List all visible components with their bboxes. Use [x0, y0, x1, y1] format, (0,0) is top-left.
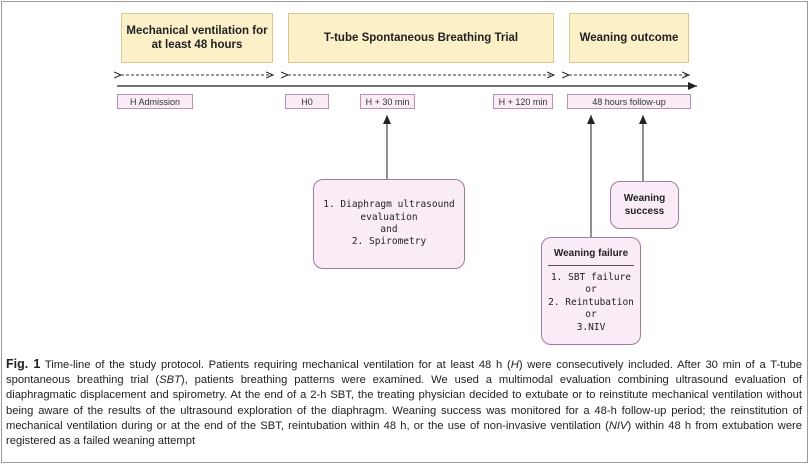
evaluation-line-2: evaluation [360, 211, 418, 223]
weaning-failure-divider [548, 265, 634, 267]
caption-abbr-h: H [510, 359, 519, 371]
weaning-success-line-1: Weaning [623, 193, 666, 204]
evaluation-line-3: and [380, 224, 398, 235]
header-mechanical-ventilation: Mechanical ventilation for at least 48 h… [121, 13, 273, 63]
header-mv-line-2: at least 48 hours [151, 39, 243, 51]
header-sbt: T-tube Spontaneous Breathing Trial [288, 13, 554, 63]
timepoint-followup: 48 hours follow-up [567, 94, 691, 109]
header-sbt-label: T-tube Spontaneous Breathing Trial [323, 31, 519, 44]
header-mv-line-1: Mechanical ventilation for [126, 24, 268, 37]
timeline-lines [0, 0, 697, 237]
weaning-failure-line-1: 1. SBT failure [550, 272, 632, 284]
evaluation-line-4: 2. Spirometry [351, 236, 427, 248]
evaluation-line-1: 1. Diaphragm ultrasound [323, 199, 455, 211]
evaluation-box: 1. Diaphragm ultrasound evaluation and 2… [313, 179, 465, 269]
caption-text-4: ) within 48 h from extubation were regis… [6, 419, 802, 448]
timepoint-h0: H0 [285, 94, 329, 109]
timepoint-admission: H Admission [117, 94, 193, 109]
caption-abbr-sbt: SBT [159, 374, 181, 387]
caption-text-2: ) were consecutively included. After 30 … [6, 359, 802, 387]
caption-text-1: Time-line of the study protocol. Patient… [40, 359, 511, 371]
weaning-failure-line-5: 3.NIV [576, 321, 606, 333]
caption-text-3: ), patients breathing patterns were exam… [6, 374, 802, 432]
header-outcome-label: Weaning outcome [579, 31, 679, 44]
header-weaning-outcome: Weaning outcome [569, 13, 689, 63]
weaning-failure-line-4: or [585, 309, 597, 321]
timepoint-h120: H + 120 min [493, 94, 553, 109]
weaning-failure-line-3: 2. Reintubation [548, 296, 634, 308]
weaning-failure-line-2: or [585, 284, 597, 296]
weaning-success-box: Weaning success [610, 181, 679, 229]
timepoint-h30: H + 30 min [360, 94, 415, 109]
caption-label: Fig. 1 [6, 357, 41, 371]
weaning-failure-box: Weaning failure 1. SBT failure or 2. Rei… [541, 237, 641, 345]
weaning-success-line-2: success [624, 206, 665, 217]
caption-abbr-niv: NIV [608, 419, 628, 432]
weaning-failure-title: Weaning failure [553, 248, 629, 260]
figure-caption: Fig. 1 Time-line of the study protocol. … [6, 357, 802, 449]
